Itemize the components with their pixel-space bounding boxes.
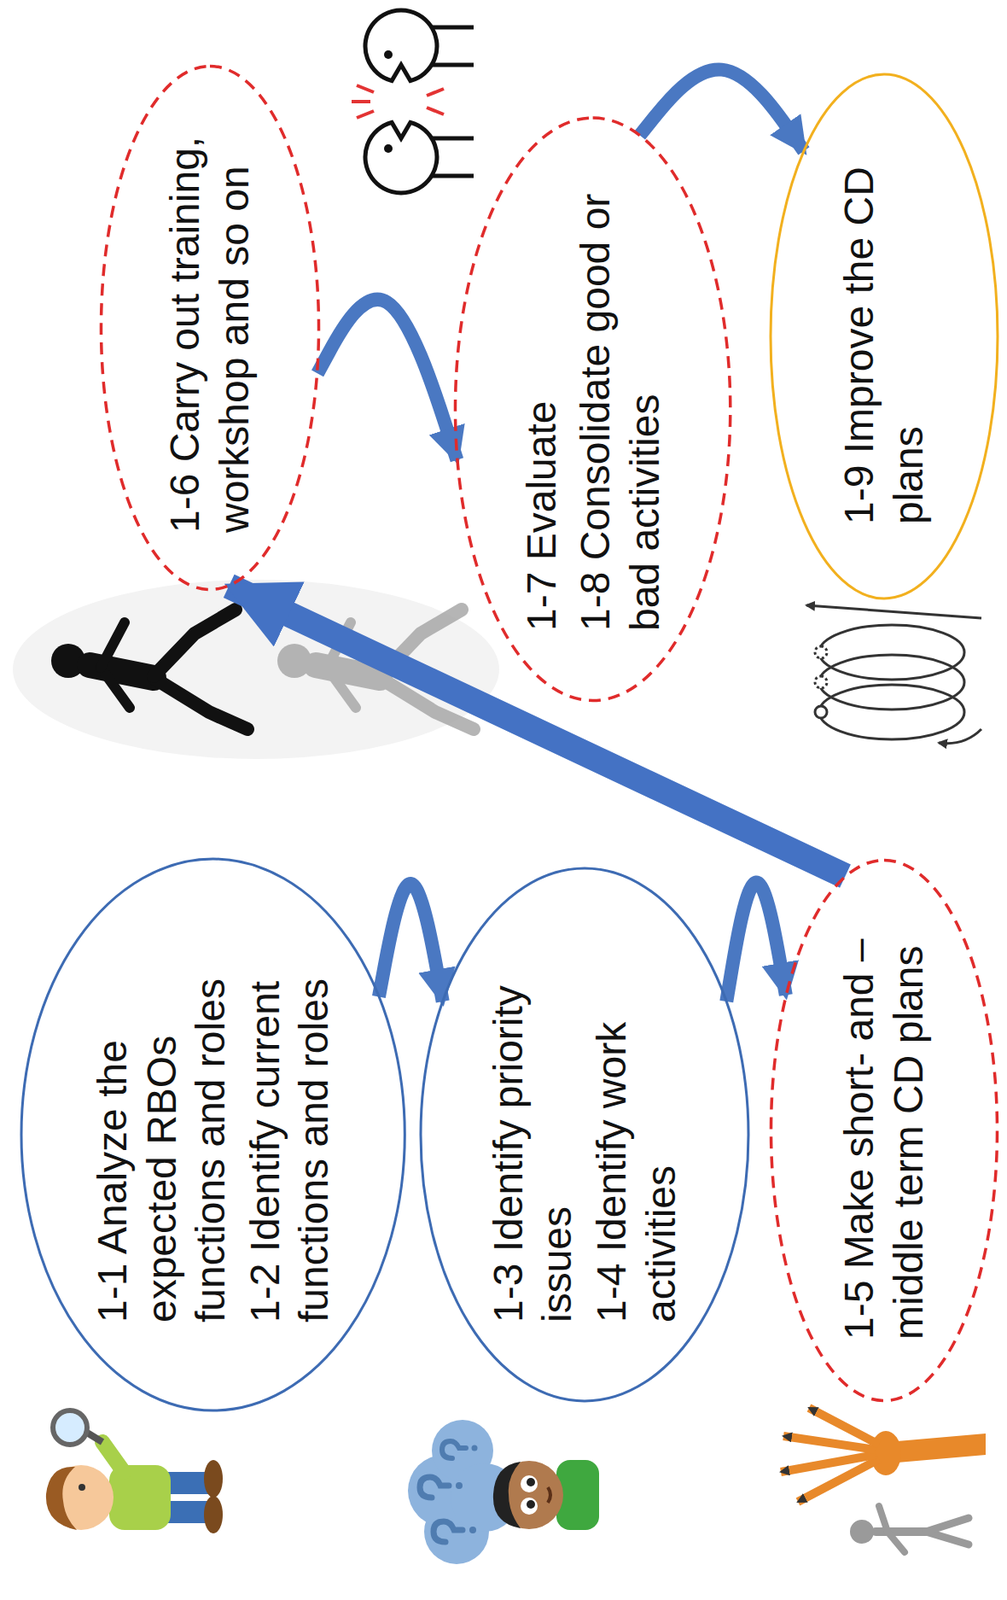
magnifier-kid-icon: [46, 1409, 223, 1533]
question-kid-icon-part: [433, 1520, 463, 1542]
silhouette-figures-part: [153, 609, 236, 676]
talking-heads-icon-part: [356, 85, 374, 93]
question-kid-icon-part: [471, 1444, 478, 1451]
node-text: 1-4 Identify work activities: [587, 946, 686, 1322]
talking-heads-icon-part: [351, 99, 371, 104]
silhouette-figures-part: [100, 622, 125, 668]
text-block: 1-1 Analyze the expected RBOs functions …: [87, 946, 339, 1322]
hand-arrows-icon-part: [887, 1530, 905, 1552]
hand-arrows-icon-part: [809, 1407, 879, 1444]
talking-heads-icon-part: [365, 122, 437, 193]
node-text: 1-7 Evaluate: [517, 186, 567, 631]
talking-heads-icon-part: [356, 110, 374, 118]
hand-arrows-icon-part: [887, 1432, 986, 1463]
spiral-icon-part: [819, 624, 965, 680]
magnifier-kid-icon-part: [46, 1466, 77, 1530]
question-kid-icon-part: [520, 1496, 538, 1514]
text-block: 1-3 Identify priority issues1-4 Identify…: [483, 946, 686, 1322]
process-ellipse: 1-9 Improve the CD plans: [768, 71, 1001, 601]
talking-heads-icon-part: [365, 10, 437, 82]
ellipse-outline-shape: [770, 74, 998, 599]
question-kid-icon-part: [520, 1474, 538, 1492]
ellipse-outline-shape: [771, 860, 998, 1401]
magnifier-kid-icon-part: [87, 1431, 103, 1442]
talking-heads-icon-part: [432, 25, 474, 30]
process-ellipse: 1-6 Carry out training, workshop and so …: [98, 63, 322, 593]
text-block: 1-5 Make short- and – middle term CD pla…: [834, 920, 933, 1339]
node-text: 1-6 Carry out training, workshop and so …: [160, 122, 259, 533]
hand-arrows-icon-part: [878, 1505, 888, 1531]
text-block: 1-9 Improve the CD plans: [834, 148, 933, 524]
talking-heads-icon-part: [384, 144, 393, 153]
talking-heads-icon-part: [432, 63, 474, 68]
magnifier-kid-icon-part: [203, 1495, 223, 1533]
process-ellipse: 1-7 Evaluate1-8 Consolidate good or bad …: [452, 114, 734, 703]
spiral-icon-part: [814, 675, 827, 688]
spiral-icon-part: [814, 705, 827, 718]
ellipse-outline: [768, 856, 1001, 1403]
question-kid-icon-part: [493, 1461, 521, 1528]
ellipse-outline-shape: [455, 117, 731, 700]
hand-arrows-icon-part: [780, 1454, 876, 1472]
hand-arrows-icon: [780, 1407, 986, 1552]
ellipse-outline-shape: [21, 858, 405, 1410]
magnifier-kid-icon-part: [78, 1483, 86, 1491]
text-block: 1-7 Evaluate1-8 Consolidate good or bad …: [517, 186, 670, 631]
ellipse-outline-shape: [420, 867, 749, 1401]
spiral-icon-part: [938, 728, 982, 744]
talking-heads-icon-part: [384, 50, 393, 59]
silhouette-figures-part: [100, 667, 130, 708]
magnifier-kid-icon-part: [52, 1409, 88, 1444]
magnifier-kid-icon-part: [102, 1441, 124, 1472]
question-kid-icon-part: [526, 1477, 536, 1486]
hand-arrows-icon-part: [849, 1519, 874, 1543]
ellipse-outline: [768, 71, 1001, 601]
spiral-icon-part: [806, 605, 982, 618]
magnifier-kid-icon-part: [203, 1459, 223, 1497]
process-ellipse: 1-3 Identify priority issues1-4 Identify…: [418, 865, 751, 1403]
process-ellipse: 1-5 Make short- and – middle term CD pla…: [768, 856, 1001, 1403]
talking-heads-icon: [351, 10, 474, 193]
node-text: 1-2 Identify current functions and roles: [240, 946, 339, 1322]
ellipse-outline: [98, 63, 322, 593]
talking-heads-icon-part: [426, 107, 444, 115]
spiral-icon: [806, 605, 982, 744]
node-text: 1-1 Analyze the expected RBOs functions …: [87, 946, 236, 1322]
question-kid-icon-part: [469, 1525, 477, 1533]
flow-arrow-curved: [378, 883, 443, 1002]
flow-arrow-curved: [317, 299, 457, 460]
question-kid-icon-part: [442, 1440, 466, 1458]
question-kid-icon-part: [455, 1481, 463, 1489]
process-ellipse: 1-1 Analyze the expected RBOs functions …: [18, 855, 408, 1413]
spiral-icon-part: [814, 646, 827, 658]
node-text: 1-5 Make short- and – middle term CD pla…: [834, 920, 933, 1339]
node-text: 1-9 Improve the CD plans: [834, 148, 933, 524]
talking-heads-icon-part: [432, 174, 474, 179]
ellipse-outline-shape: [101, 66, 320, 590]
question-kid-icon: [407, 1419, 600, 1564]
flow-arrow-curved: [640, 69, 804, 151]
ellipse-outline: [418, 865, 751, 1403]
question-kid-icon-part: [547, 1486, 551, 1502]
talking-heads-icon-part: [432, 136, 474, 141]
question-kid-icon-part: [526, 1499, 536, 1508]
node-text: 1-8 Consolidate good or bad activities: [570, 186, 670, 631]
flow-arrow-curved: [726, 881, 786, 1002]
spiral-icon-part: [819, 654, 965, 710]
spiral-icon-part: [819, 684, 965, 740]
silhouette-figures-part: [51, 609, 248, 729]
silhouette-figures-part: [153, 677, 248, 729]
text-block: 1-6 Carry out training, workshop and so …: [160, 122, 259, 533]
node-text: 1-3 Identify priority issues: [483, 946, 583, 1322]
talking-heads-icon-part: [426, 88, 444, 96]
hand-arrows-icon-part: [925, 1517, 969, 1531]
question-kid-icon-part: [419, 1476, 449, 1497]
silhouette-figures-part: [326, 667, 356, 708]
